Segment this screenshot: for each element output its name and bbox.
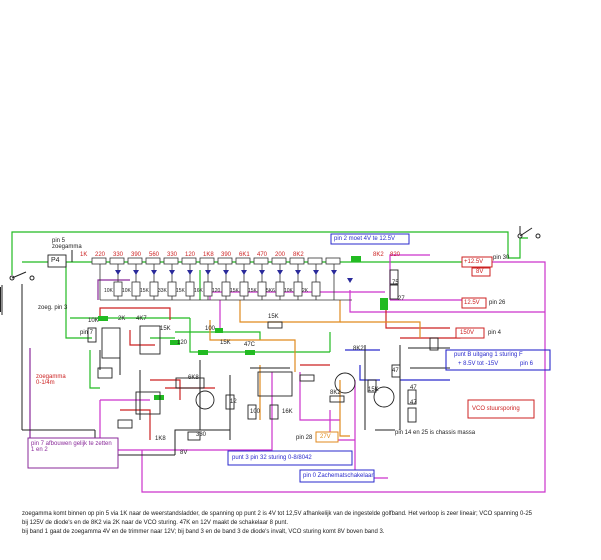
bottom-box-text: pin 7 afbouwen gelijk te zetten 1 en 2: [31, 441, 112, 453]
ladder-leds: [98, 256, 388, 400]
res-6k8-label: 6K8: [188, 375, 199, 381]
description-note: bij band 1 gaat de zoegamma 4V en de tri…: [22, 529, 385, 535]
ladder-top-value: 120: [185, 252, 196, 258]
pin5-label: pin 5 zoegamma: [52, 238, 82, 250]
ladder-top-value: 6K1: [239, 252, 250, 258]
res-47-3-label: 47: [410, 400, 417, 406]
res-47-label: 47: [392, 368, 399, 374]
v27-box: [315, 431, 339, 443]
output-box-line1: punt B uitgang 1 sturing F: [454, 352, 523, 358]
pin2-box-text: pin 2 moet 4V te 12.5V: [334, 236, 396, 242]
pin2-box: [330, 233, 410, 245]
res-15k-label: 15K: [160, 326, 171, 332]
ladder-top-value: 470: [257, 252, 268, 258]
ladder-bottom-value: 10K: [104, 288, 113, 294]
switch-symbols: [9, 227, 541, 281]
ladder-top-value: 220: [95, 252, 106, 258]
description-note: bij 125V de diode's en de 8K2 via 2K naa…: [22, 520, 288, 526]
res-8k2-top-label: 8K2: [373, 252, 384, 258]
v150-label: 150V: [460, 330, 475, 336]
resistor-ladder: [91, 257, 352, 301]
vco-box-text: VCO stuursporing: [472, 406, 520, 412]
res-1k8-label: 1K8: [155, 436, 166, 442]
res-15k2-label: 15K: [268, 314, 279, 320]
v125-label: +12.5V: [464, 259, 484, 265]
ladder-top-value: 1K8: [203, 252, 214, 258]
purple-wires: [29, 279, 130, 441]
res-4k7-label: 4K7: [136, 316, 147, 322]
green-wires: [11, 231, 528, 389]
ladder-top-value: 200: [275, 252, 286, 258]
ladder-top-value: 330: [113, 252, 124, 258]
ladder-bottom-value: 33K: [158, 288, 167, 294]
v150-box: [455, 327, 485, 339]
res-75-label: 75: [392, 280, 399, 286]
chassis-label: pin 14 en 25 is chassis massa: [395, 430, 476, 436]
res-16k-label: 16K: [282, 409, 293, 415]
bottom-box: [27, 437, 119, 469]
vco-box: [467, 399, 535, 419]
res-47-2-label: 47: [410, 385, 417, 391]
res-2k-label: 2K: [118, 316, 126, 322]
pot-p4-label: P4: [51, 257, 60, 264]
ladder-bottom-value: 2K: [302, 288, 309, 294]
pin30-label: pin 30: [493, 255, 510, 261]
res-100b-label: 100: [250, 409, 261, 415]
left-zoegamma-label: zoegamma 0-1/4m: [36, 374, 66, 386]
res-15-label: 15K: [220, 340, 231, 346]
res-8k2c-label: 8K2: [330, 390, 341, 396]
ladder-diodes: [115, 270, 353, 283]
ladder-bottom-value: 15K: [248, 288, 257, 294]
res-47c-label: 47C: [244, 342, 256, 348]
zoeg-pin3-label: zoeg. pin 3: [38, 305, 68, 311]
res-120-label: 120: [177, 340, 188, 346]
res-8k2-label: 8K2: [353, 346, 364, 352]
orange-wires: [209, 300, 421, 437]
pin7-label: pin 7: [80, 330, 94, 336]
v125-right-label: 12.5V: [464, 300, 480, 306]
ladder-bottom-value: 15K: [176, 288, 185, 294]
v8-box: [471, 267, 491, 277]
res-1k-label: 1K: [80, 252, 88, 258]
ladder-top-value: 390: [131, 252, 142, 258]
res-330-label: 330: [196, 432, 207, 438]
v125-right-box: [461, 297, 487, 309]
red-wires: [99, 302, 461, 440]
pin3-box: [227, 450, 353, 466]
ladder-top-value: 8K2: [293, 252, 304, 258]
description-note: zoegamma komt binnen op pin 5 via 1K naa…: [22, 511, 532, 517]
ladder-top-value: 560: [149, 252, 160, 258]
pin4-label: pin 4: [488, 330, 502, 336]
res-8v-label: 8V: [180, 450, 188, 456]
components: [47, 254, 551, 441]
pin6-label: pin 6: [520, 361, 534, 367]
res-10k-label: 10K: [88, 318, 99, 324]
res-15k3-label: 15K: [368, 387, 379, 393]
output-box-line2: + 8.5V tot -15V: [458, 361, 499, 367]
ladder-top-value: 330: [167, 252, 178, 258]
ladder-top-value: 390: [221, 252, 232, 258]
res-820-top-label: 820: [390, 252, 401, 258]
pin0-box-text: pin 0 Zachematschakelaar: [303, 473, 374, 479]
res-100-label: 100: [205, 326, 216, 332]
ladder-bottom-value: 10K: [122, 288, 131, 294]
pin3-box-text: punt 3 pin 32 sturing 0-8/8042: [232, 455, 312, 461]
pin26-label: pin 26: [489, 300, 506, 306]
res-12-label: 12: [230, 399, 237, 405]
ladder-bottom-value: 15K: [140, 288, 149, 294]
res-27-label: 27: [398, 296, 405, 302]
ladder-bottom-value: 120: [212, 288, 221, 294]
ladder-bottom-value: 10K: [284, 288, 293, 294]
v8-label: 8V: [476, 269, 484, 275]
ladder-bottom-value: 15K: [230, 288, 239, 294]
ladder-bottom-value: 16K: [194, 288, 203, 294]
ladder-bottom-value: 5K6: [266, 288, 275, 294]
v125-box: [461, 256, 493, 268]
v27-label: 27V: [320, 434, 331, 440]
pin0-box: [299, 469, 375, 483]
pin28-label: pin 28: [296, 435, 313, 441]
